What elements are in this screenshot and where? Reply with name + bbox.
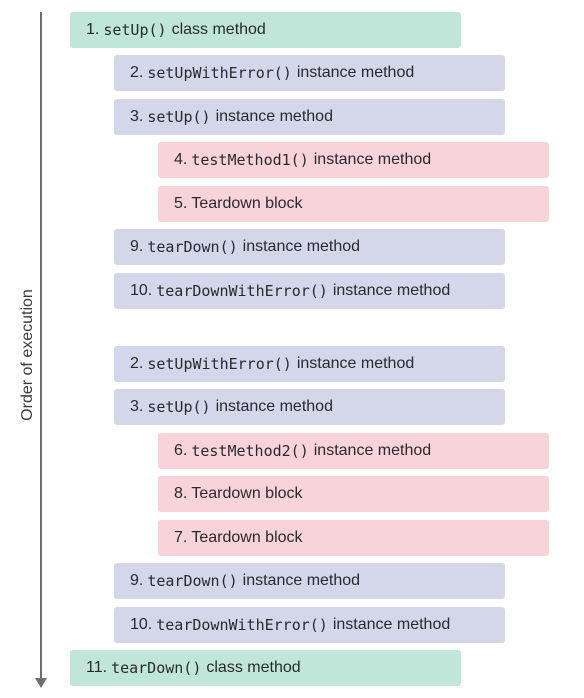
step-number: 9.	[130, 238, 144, 255]
step-text: instance method	[296, 355, 415, 372]
step-box: 1. setUp() class method	[70, 12, 461, 48]
step-box: 4. testMethod1() instance method	[158, 142, 549, 178]
step-text: instance method	[313, 442, 432, 459]
step-number: 1.	[86, 21, 100, 38]
step-number: 11.	[86, 659, 108, 676]
step-number: 3.	[130, 398, 144, 415]
step-box: 8. Teardown block	[158, 476, 549, 512]
step-number: 6.	[174, 442, 188, 459]
step-box: 9. tearDown() instance method	[114, 563, 505, 599]
step-code: tearDownWithError()	[156, 282, 328, 300]
step-code: setUpWithError()	[147, 64, 292, 82]
step-text: Teardown block	[191, 485, 303, 502]
step-box: 5. Teardown block	[158, 186, 549, 222]
order-axis-line	[40, 12, 42, 680]
step-box: 10. tearDownWithError() instance method	[114, 607, 505, 643]
step-code: setUpWithError()	[147, 355, 292, 373]
step-code: tearDown()	[111, 659, 202, 677]
step-box: 9. tearDown() instance method	[114, 229, 505, 265]
step-box: 10. tearDownWithError() instance method	[114, 273, 505, 309]
step-text: instance method	[332, 616, 451, 633]
step-text: Teardown block	[191, 195, 303, 212]
step-number: 5.	[174, 195, 188, 212]
step-code: setUp()	[103, 21, 167, 39]
step-box: 6. testMethod2() instance method	[158, 433, 549, 469]
step-text: instance method	[215, 398, 333, 415]
step-box: 2. setUpWithError() instance method	[114, 346, 505, 382]
step-text: instance method	[242, 572, 361, 589]
arrow-down-icon	[35, 678, 47, 688]
axis-label: Order of execution	[19, 289, 36, 421]
step-number: 9.	[130, 572, 144, 589]
step-box: 11. tearDown() class method	[70, 650, 461, 686]
step-text: Teardown block	[191, 529, 303, 546]
step-number: 4.	[174, 151, 188, 168]
step-number: 8.	[174, 485, 188, 502]
step-number: 3.	[130, 108, 144, 125]
step-code: tearDown()	[147, 572, 238, 590]
step-text: class method	[171, 21, 266, 38]
step-code: tearDown()	[147, 238, 238, 256]
step-text: instance method	[332, 282, 451, 299]
step-text: instance method	[242, 238, 361, 255]
step-box: 3. setUp() instance method	[114, 389, 505, 425]
step-box: 2. setUpWithError() instance method	[114, 55, 505, 91]
step-text: instance method	[313, 151, 432, 168]
step-text: instance method	[296, 64, 415, 81]
step-number: 10.	[130, 282, 153, 299]
step-number: 10.	[130, 616, 153, 633]
step-text: class method	[206, 659, 301, 676]
step-number: 2.	[130, 355, 144, 372]
step-box: 3. setUp() instance method	[114, 99, 505, 135]
step-code: testMethod2()	[191, 442, 309, 460]
step-number: 2.	[130, 64, 144, 81]
step-box: 7. Teardown block	[158, 520, 549, 556]
step-code: tearDownWithError()	[156, 616, 328, 634]
step-text: instance method	[215, 108, 333, 125]
step-code: testMethod1()	[191, 151, 309, 169]
step-code: setUp()	[147, 108, 211, 126]
step-code: setUp()	[147, 398, 211, 416]
step-number: 7.	[174, 529, 188, 546]
